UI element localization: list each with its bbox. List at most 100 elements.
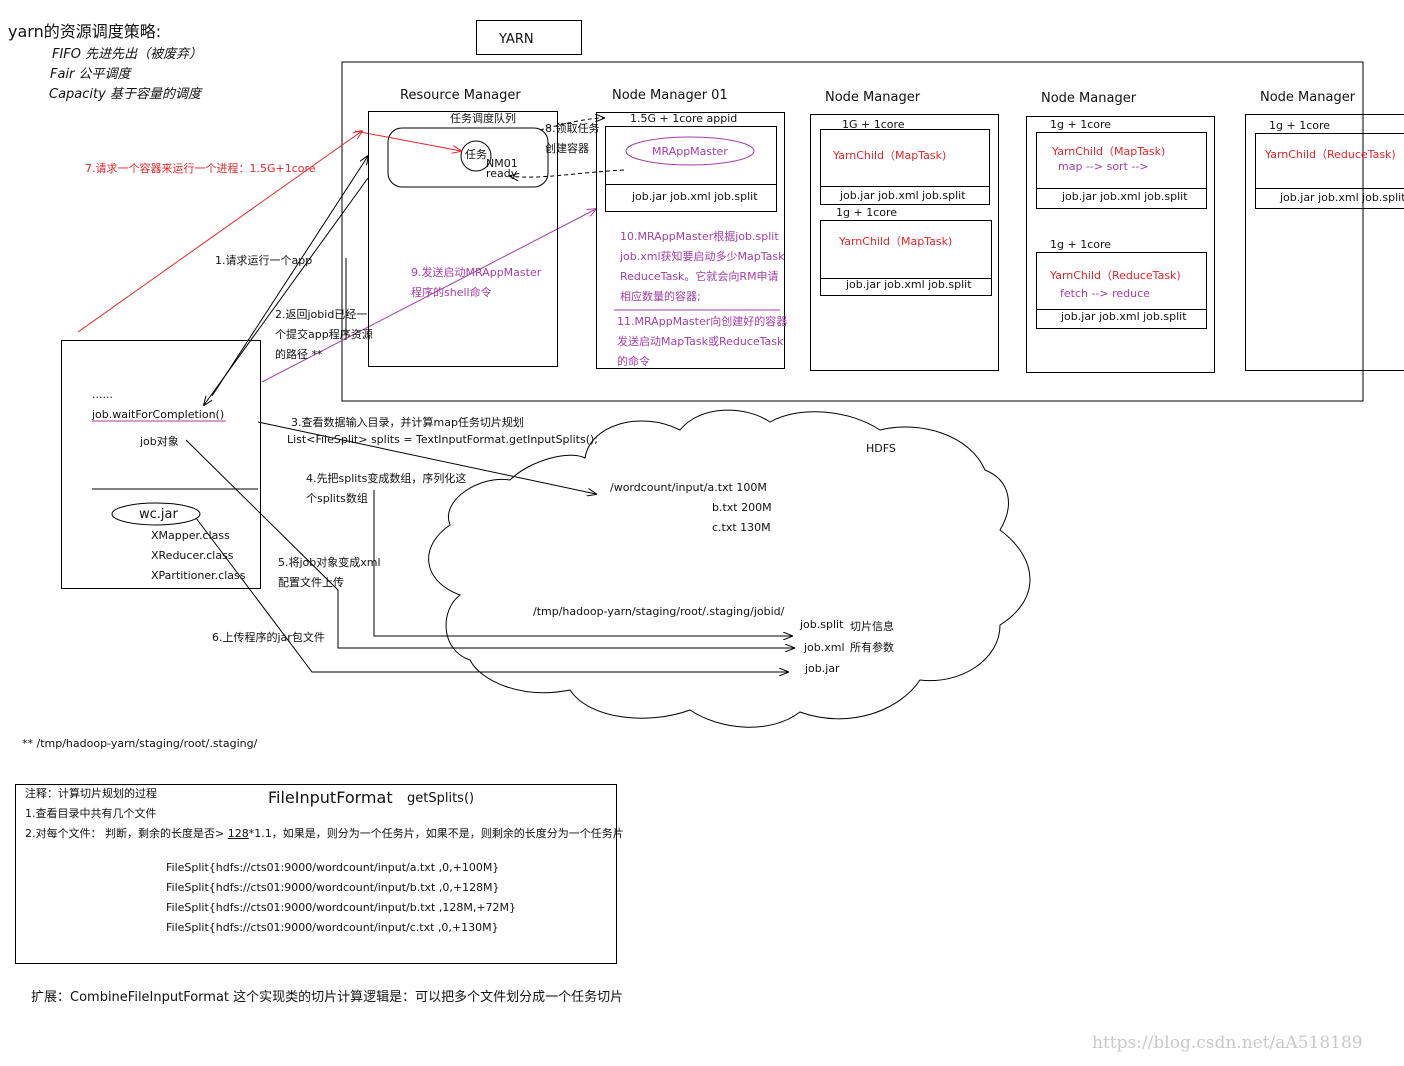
notes-box	[15, 784, 617, 964]
nm3-title: Node Manager	[1041, 91, 1137, 106]
nm3-c2-child: YarnChild（ReduceTask)	[1050, 269, 1181, 282]
strategy-fair: Fair 公平调度	[50, 67, 131, 82]
client-class-partitioner: XPartitioner.class	[151, 569, 246, 582]
watermark: https://blog.csdn.net/aA518189	[1092, 1033, 1363, 1053]
rm-ready-label: ready	[486, 167, 518, 180]
nm01-spec: 1.5G + 1core appid	[630, 112, 738, 125]
nm3-c2-spec: 1g + 1core	[1050, 238, 1112, 251]
strategy-fifo: FIFO 先进先出（被废弃）	[52, 47, 203, 62]
rm-queue-label: 任务调度队列	[450, 112, 516, 125]
notes-method: getSplits()	[407, 791, 475, 806]
hdfs-input-a: /wordcount/input/a.txt 100M	[610, 481, 767, 494]
step9-line2: 程序的shell命令	[411, 286, 492, 299]
notes-label: 注释：计算切片规划的过程	[25, 787, 157, 800]
rm-nm01-label: NM01	[486, 157, 518, 170]
hdfs-desc-xml: 所有参数	[850, 641, 894, 654]
hdfs-file-jar: job.jar	[805, 662, 840, 675]
step2-line2: 个提交app程序资源	[275, 328, 373, 341]
nm01-container	[605, 126, 777, 212]
nm2-c2-spec: 1g + 1core	[836, 206, 898, 219]
nm3-c1-child: YarnChild（MapTask)	[1052, 145, 1166, 158]
yarn-label-box: YARN	[476, 20, 582, 55]
client-class-reducer: XReducer.class	[151, 549, 234, 562]
nm2-c2-files: job.jar job.xml job.split	[846, 278, 972, 291]
nm2-c1-spec: 1G + 1core	[842, 118, 905, 131]
rm-task-label: 任务	[465, 148, 487, 161]
nm2-container-2	[820, 220, 992, 296]
hdfs-input-b: b.txt 200M	[712, 501, 772, 514]
nm2-c2-child: YarnChild（MapTask)	[839, 235, 953, 248]
nm3-container-2	[1036, 252, 1207, 329]
nm4-c1-files: job.jar job.xml job.split	[1280, 191, 1404, 204]
note11-line2: 发送启动MapTask或ReduceTask	[617, 335, 784, 348]
hdfs-input-c: c.txt 130M	[712, 521, 771, 534]
notes-line2: 2.对每个文件： 判断，剩余的长度是否> 128*1.1，如果是，则分为一个任务…	[25, 827, 624, 841]
arrow-step9	[261, 209, 596, 383]
note11-line1: 11.MRAppMaster向创建好的容器	[617, 315, 788, 328]
notes-split-1: FileSplit{hdfs://cts01:9000/wordcount/in…	[166, 861, 500, 874]
client-class-mapper: XMapper.class	[151, 529, 230, 542]
arrow-step5	[185, 439, 794, 648]
step2-line3: 的路径 **	[275, 348, 323, 361]
nm01-container-divider	[605, 184, 777, 185]
step9-line1: 9.发送启动MRAppMaster	[411, 266, 542, 279]
arrow-step8-a	[539, 118, 604, 131]
nm2-c2-divider	[820, 278, 992, 279]
step8-line2: 创建容器	[545, 142, 589, 155]
nm2-c1-divider	[820, 186, 990, 187]
note10-line4: 相应数量的容器;	[620, 290, 701, 303]
nm2-container-1	[820, 129, 990, 205]
note10-line3: ReduceTask。它就会向RM申请	[620, 270, 779, 283]
notes-split-3: FileSplit{hdfs://cts01:9000/wordcount/in…	[166, 901, 517, 914]
step5-line2: 配置文件上传	[278, 576, 344, 589]
arrow-step3	[257, 421, 596, 494]
client-wait-call: job.waitForCompletion()	[92, 408, 225, 421]
notes-split-2: FileSplit{hdfs://cts01:9000/wordcount/in…	[166, 881, 500, 894]
step6-label: 6.上传程序的jar包文件	[212, 631, 325, 644]
nm3-c2-sub: fetch --> reduce	[1060, 287, 1150, 300]
wcjar-ellipse	[111, 502, 201, 526]
note11-line3: 的命令	[617, 355, 650, 368]
task-circle	[460, 140, 492, 172]
note10-line2: job.xml获知要启动多少MapTask	[620, 250, 785, 263]
client-dots: ......	[92, 388, 113, 401]
nm3-c1-divider	[1036, 188, 1207, 189]
hdfs-staging-path: /tmp/hadoop-yarn/staging/root/.staging/j…	[533, 605, 785, 618]
notes-line2-threshold: 128	[227, 827, 249, 840]
client-job-object: job对象	[140, 435, 179, 448]
nm2-title: Node Manager	[825, 90, 921, 105]
arrow-step4	[373, 490, 792, 636]
hdfs-file-split: job.split	[800, 618, 844, 631]
arrow-step1	[211, 156, 368, 397]
step3-line1: 3.查看数据输入目录，并计算map任务切片规划	[291, 416, 524, 429]
arrow-step6	[195, 517, 788, 672]
notes-split-4: FileSplit{hdfs://cts01:9000/wordcount/in…	[166, 921, 499, 934]
node-manager-01-box	[596, 112, 785, 369]
nm3-c2-files: job.jar job.xml job.split	[1061, 310, 1187, 323]
nm4-c1-spec: 1g + 1core	[1269, 119, 1331, 132]
nm3-c1-spec: 1g + 1core	[1050, 118, 1112, 131]
node-manager-2-box	[810, 114, 999, 371]
step2-line1: 2.返回jobid已经一	[275, 308, 368, 321]
footnote-path: ** /tmp/hadoop-yarn/staging/root/.stagin…	[22, 737, 258, 750]
extension-note: 扩展：CombineFileInputFormat 这个实现类的切片计算逻辑是：…	[31, 990, 624, 1005]
nm2-c1-child: YarnChild（MapTask)	[833, 149, 947, 162]
notes-line1: 1.查看目录中共有几个文件	[25, 807, 157, 820]
nm4-c1-child: YarnChild（ReduceTask)	[1265, 148, 1396, 161]
nm3-c2-divider	[1036, 309, 1207, 310]
nm01-files: job.jar job.xml job.split	[632, 190, 758, 203]
step5-line1: 5.将job对象变成xml	[278, 556, 381, 569]
rm-title: Resource Manager	[400, 88, 521, 103]
rm-queue-shape	[387, 127, 549, 188]
note10-line1: 10.MRAppMaster根据job.split	[620, 230, 779, 243]
arrow-to-task	[354, 130, 461, 151]
client-box	[61, 340, 261, 589]
step1-label: 1.请求运行一个app	[215, 254, 313, 267]
strategy-capacity: Capacity 基于容量的调度	[49, 87, 201, 102]
notes-line2-c: *1.1，如果是，则分为一个任务片，如果不是，则剩余的长度分为一个任务片	[248, 827, 624, 840]
mrappmaster-label: MRAppMaster	[652, 145, 728, 158]
mrappmaster-ellipse	[625, 136, 755, 166]
hdfs-desc-split: 切片信息	[850, 620, 894, 633]
